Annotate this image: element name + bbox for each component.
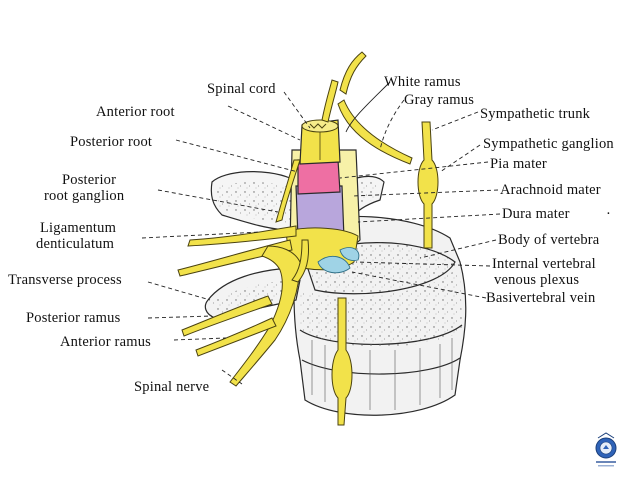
ligamentum-denticulatum bbox=[187, 225, 297, 247]
spinal-cord-group bbox=[279, 119, 361, 274]
arch-section bbox=[215, 182, 296, 223]
label-posterior-root: Posterior root bbox=[70, 134, 152, 150]
leader-lines bbox=[141, 81, 501, 385]
sympathetic-chain-lower bbox=[331, 297, 353, 426]
label-pia-mater: Pia mater bbox=[490, 156, 547, 172]
grey-matter-mark bbox=[309, 123, 327, 129]
label-gray-ramus: Gray ramus bbox=[404, 92, 474, 108]
label-body-of-vertebra: Body of vertebra bbox=[498, 232, 600, 248]
nerves bbox=[177, 51, 439, 426]
label-transverse-process: Transverse process bbox=[8, 272, 122, 288]
label-ligamentum-denticulatum-1: Ligamentum bbox=[40, 220, 117, 236]
label-posterior-root-ganglion-2: root ganglion bbox=[44, 188, 125, 204]
label-arachnoid-mater: Arachnoid mater bbox=[500, 182, 601, 198]
posterior-ramus bbox=[181, 295, 273, 337]
label-ligamentum-denticulatum-2: denticulatum bbox=[36, 236, 115, 252]
pia-mater bbox=[297, 159, 341, 195]
posterior-root bbox=[275, 159, 301, 223]
institution-seal-icon bbox=[595, 432, 617, 467]
anterior-ramus bbox=[195, 317, 277, 357]
label-white-ramus: White ramus bbox=[384, 74, 461, 90]
label-internal-vertebral-2: venous plexus bbox=[494, 272, 579, 288]
label-anterior-ramus: Anterior ramus bbox=[60, 334, 151, 350]
labels: Spinal cord White ramus Gray ramus Anter… bbox=[8, 74, 614, 395]
sympathetic-trunk bbox=[417, 121, 439, 249]
label-anterior-root: Anterior root bbox=[96, 104, 175, 120]
label-posterior-root-ganglion-1: Posterior bbox=[62, 172, 116, 188]
label-sympathetic-trunk: Sympathetic trunk bbox=[480, 106, 591, 122]
label-spinal-nerve: Spinal nerve bbox=[134, 379, 209, 395]
anterior-root bbox=[321, 79, 339, 123]
label-dura-mater: Dura mater bbox=[502, 206, 570, 222]
spinal-nerve bbox=[229, 245, 301, 387]
stray-mark: · bbox=[606, 206, 611, 222]
label-sympathetic-ganglion: Sympathetic ganglion bbox=[483, 136, 614, 152]
label-internal-vertebral-1: Internal vertebral bbox=[492, 256, 596, 272]
white-ramus bbox=[337, 99, 413, 165]
label-basivertebral-vein: Basivertebral vein bbox=[486, 290, 596, 306]
transverse-process-section bbox=[212, 280, 294, 314]
label-spinal-cord: Spinal cord bbox=[207, 81, 276, 97]
nerve-rootlet-1 bbox=[291, 239, 309, 283]
label-posterior-ramus: Posterior ramus bbox=[26, 310, 121, 326]
gray-ramus bbox=[339, 51, 367, 95]
